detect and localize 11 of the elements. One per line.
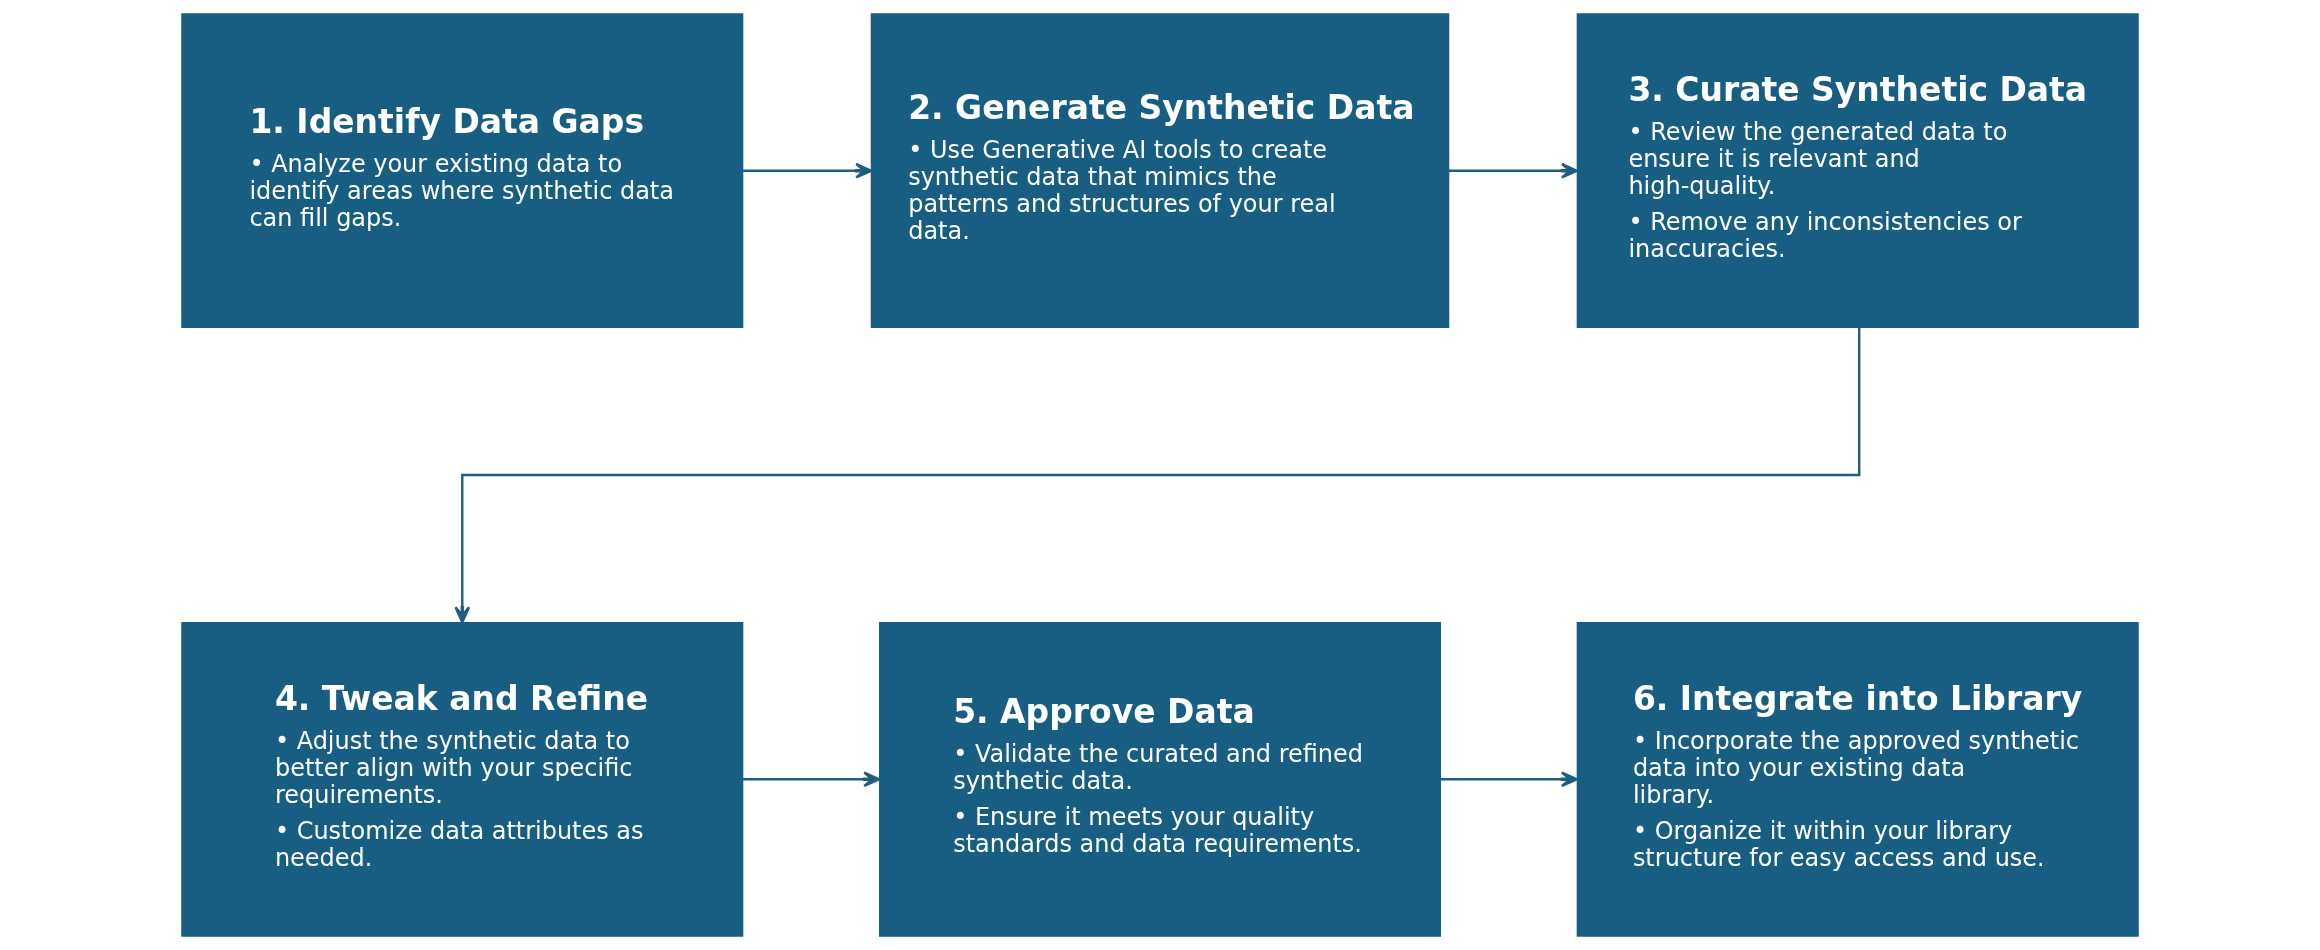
arrow — [743, 771, 881, 788]
node-box: 3. Curate Synthetic Data • Review the generated data to ensure it is relevant and high-quality. • Remove any inconsistencies or inaccuracies. — [1576, 13, 2139, 329]
node-box: 2. Generate Synthetic Data • Use Generative AI tools to create synthetic data that mimics the patterns and structures of your real data. — [870, 13, 1450, 329]
node-box: 6. Integrate into Library • Incorporate the approved synthetic data into your existing data library. • Organize it within your library structure for easy access and use. — [1576, 621, 2139, 937]
node-box: 4. Tweak and Refine • Adjust the synthetic data to better align with your specific requirements. • Customize data attributes as needed. — [181, 621, 744, 937]
arrow — [1440, 771, 1579, 788]
node-box: 5. Approve Data • Validate the curated and refined synthetic data. • Ensure it meets your quality standards and data requirements. — [878, 621, 1442, 937]
node-box: 1. Identify Data Gaps • Analyze your existing data to identify areas where synthetic data can fill gaps. — [181, 13, 744, 329]
arrow — [454, 327, 1861, 624]
arrow — [743, 162, 873, 179]
arrow — [1448, 162, 1579, 179]
